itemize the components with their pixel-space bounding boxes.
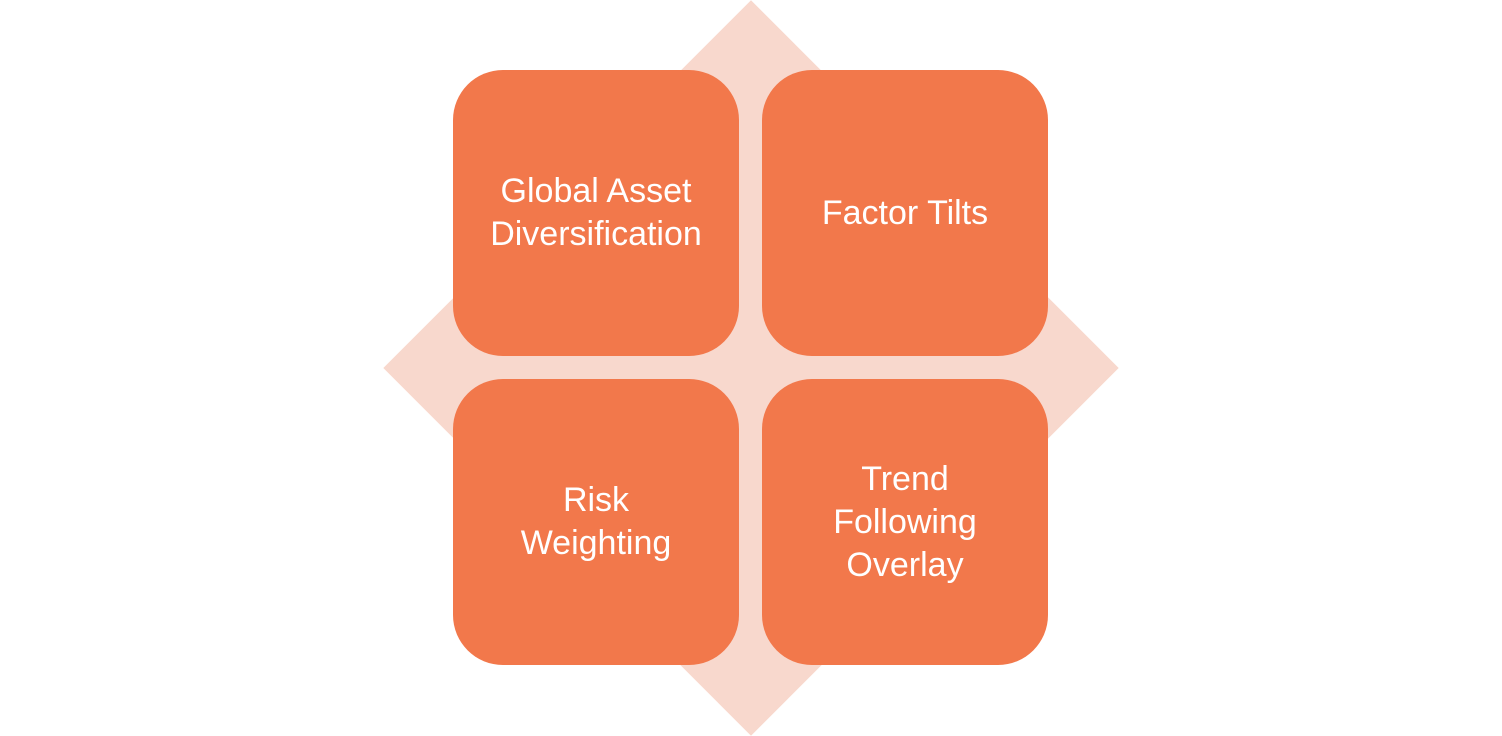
tile-factor-tilts: Factor Tilts — [762, 70, 1048, 356]
tile-global-asset-diversification: Global Asset Diversification — [453, 70, 739, 356]
tile-label: Risk Weighting — [520, 481, 672, 562]
tile-label: Trend Following Overlay — [833, 459, 977, 584]
tile-trend-following-overlay: Trend Following Overlay — [762, 379, 1048, 665]
tile-label: Global Asset Diversification — [490, 172, 702, 253]
tile-risk-weighting: Risk Weighting — [453, 379, 739, 665]
tile-label: Factor Tilts — [821, 193, 989, 232]
